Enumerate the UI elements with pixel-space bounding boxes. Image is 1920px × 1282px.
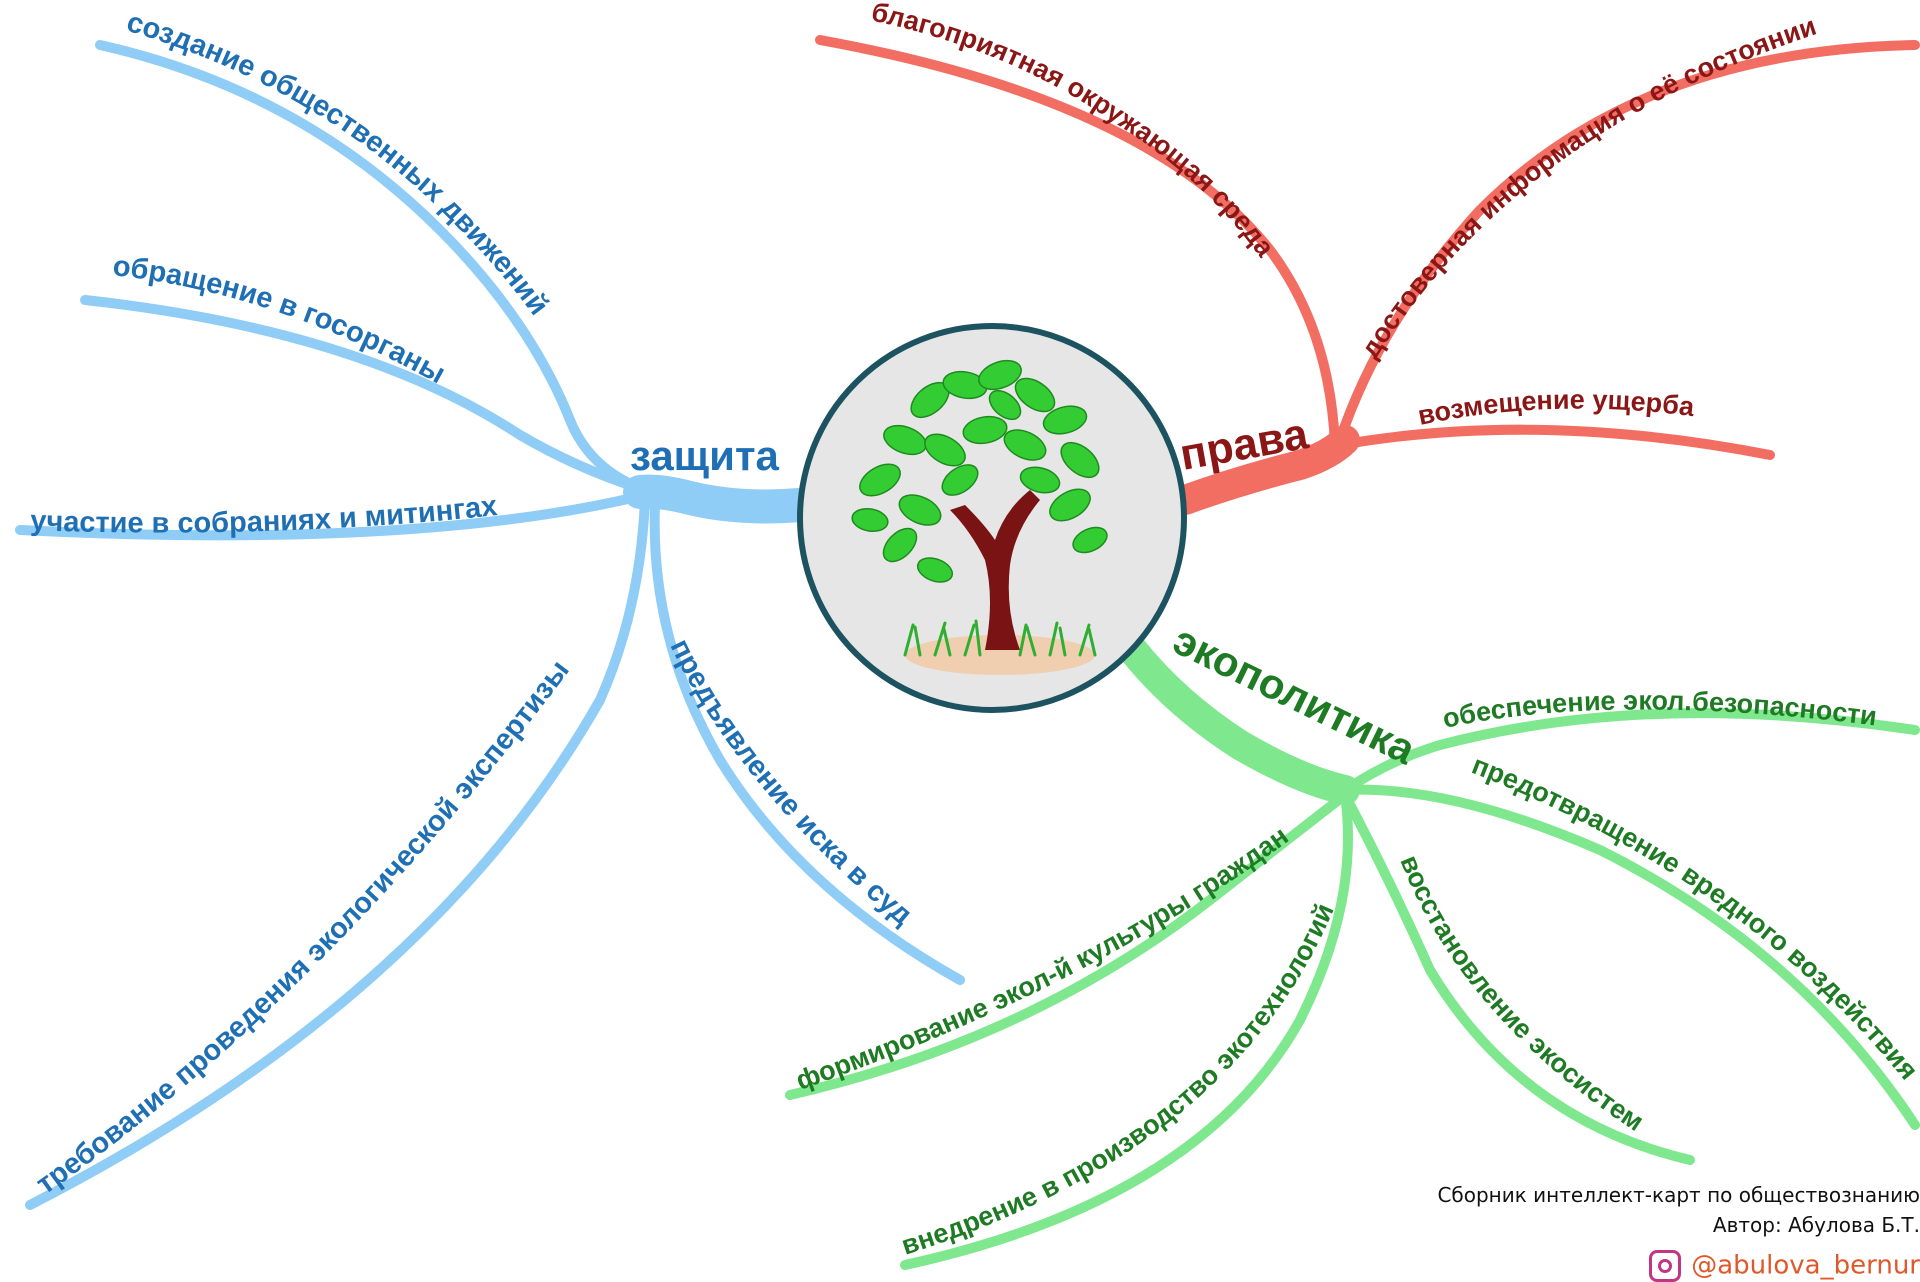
rights-link-2 xyxy=(1335,40,1920,445)
defense-item-5: предъявление иска в суд xyxy=(664,634,919,931)
rights-item-1: благоприятная окружающая среда xyxy=(869,0,1281,263)
ecopolicy-title: экополитика xyxy=(1166,616,1423,774)
ecopolicy-link-3 xyxy=(1340,790,1695,1165)
ecopolicy-link-5 xyxy=(785,790,1350,1100)
defense-branch xyxy=(15,40,965,1210)
center-node xyxy=(797,323,1187,713)
defense-item-4: требование проведения экологической эксп… xyxy=(30,655,575,1201)
ecopolicy-link-4 xyxy=(900,790,1353,1270)
instagram-icon xyxy=(1649,1250,1682,1282)
rights-item-2: достоверная информация о её состоянии xyxy=(1355,11,1820,363)
rights-trunk xyxy=(1170,425,1360,515)
footer-collection-title: Сборник интеллект-карт по обществознанию xyxy=(1437,1183,1920,1207)
ecopolicy-link-1 xyxy=(1340,708,1920,795)
rights-link-3 xyxy=(1335,424,1775,460)
rights-branch xyxy=(815,35,1920,515)
footer-credits: Сборник интеллект-карт по обществознанию… xyxy=(1360,1180,1920,1282)
ecopolicy-trunk xyxy=(1110,625,1360,805)
defense-link-3 xyxy=(15,490,650,541)
defense-link-2 xyxy=(80,295,650,495)
ecopolicy-link-2 xyxy=(1340,784,1920,1130)
defense-title: защита xyxy=(630,432,780,479)
defense-link-1 xyxy=(95,40,650,495)
footer-social-handle[interactable]: @abulova_bernur xyxy=(1691,1250,1920,1281)
ecopolicy-branch xyxy=(785,625,1920,1270)
rights-link-1 xyxy=(815,35,1340,450)
footer-author: Автор: Абулова Б.Т. xyxy=(1712,1213,1920,1237)
tree-icon xyxy=(851,359,1108,675)
rights-item-3: возмещение ущерба xyxy=(1415,385,1697,431)
defense-link-4 xyxy=(25,495,650,1210)
footer-social[interactable]: @abulova_bernur xyxy=(1360,1250,1920,1282)
ecopolicy-item-3: восстановление экосистем xyxy=(1394,851,1649,1137)
defense-trunk xyxy=(623,474,817,524)
defense-link-5 xyxy=(649,500,965,985)
defense-item-2: обращение в госорганы xyxy=(111,250,450,390)
